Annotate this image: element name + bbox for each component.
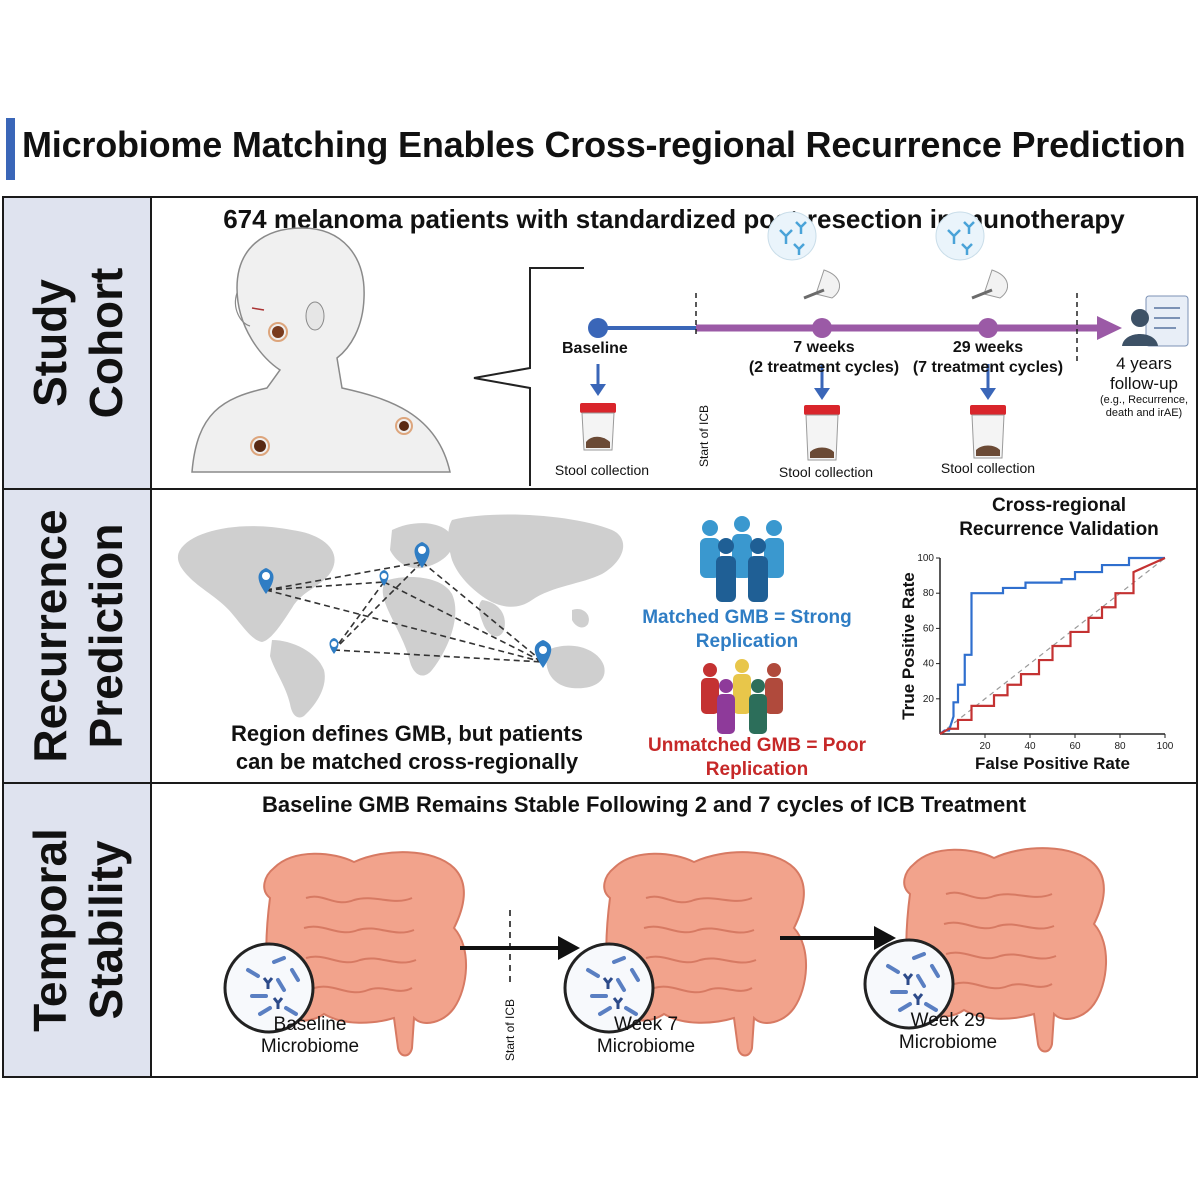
unmatched-line: Replication — [705, 759, 809, 780]
stability-diagram — [223, 846, 1109, 1058]
map-caption-line: Region defines GMB, but patients — [230, 721, 583, 746]
side-label-line: Prediction — [80, 523, 132, 749]
y-tick-label: 100 — [917, 553, 934, 564]
side-label-line: Recurrence — [24, 509, 76, 763]
map-caption: Region defines GMB, but patients can be m… — [172, 720, 642, 776]
y-tick-label: 40 — [923, 659, 935, 670]
world-map-land-icon — [177, 514, 624, 718]
stability-start-icb-label: Start of ICB — [503, 998, 517, 1062]
y-axis-label: True Positive Rate — [899, 572, 918, 719]
followup-note: (e.g., Recurrence, — [1099, 394, 1189, 406]
y-tick-label: 60 — [923, 623, 935, 634]
week29-sub: (7 treatment cycles) — [912, 359, 1064, 376]
location-pin-icon — [379, 570, 389, 586]
diagonal-reference — [939, 557, 1166, 735]
label-line: Microbiome — [596, 1036, 696, 1057]
x-tick-label: 40 — [1024, 741, 1036, 752]
location-pin-icon — [329, 638, 339, 654]
stool-label-week29: Stool collection — [940, 460, 1036, 476]
x-tick-label: 100 — [1157, 741, 1174, 752]
world-map — [177, 514, 624, 718]
arrow-head-icon — [874, 926, 896, 950]
patient-illustration-icon — [191, 227, 451, 473]
y-tick-label: 80 — [923, 588, 935, 599]
stool-container-icon — [580, 403, 616, 451]
label-line: Week 7 — [613, 1014, 679, 1035]
matched-line: Replication — [695, 631, 799, 652]
week7-sub: (2 treatment cycles) — [748, 359, 900, 376]
side-label-line: Temporal — [24, 828, 76, 1032]
label-line: Microbiome — [260, 1036, 360, 1057]
bracket-shape — [473, 267, 584, 486]
followup-note: death and irAE) — [1105, 407, 1183, 419]
roc-series-line — [939, 556, 1166, 735]
roc-series-line — [939, 556, 1165, 735]
arrow-head-icon — [558, 936, 580, 960]
side-label-line: Stability — [80, 840, 132, 1020]
page-title: Microbiome Matching Enables Cross-region… — [22, 124, 1186, 165]
down-arrows — [590, 364, 996, 400]
immunotherapy-injection-icon — [767, 211, 840, 300]
location-pin-icon — [534, 640, 552, 668]
x-tick-label: 80 — [1114, 741, 1126, 752]
label-line: Week 29 — [910, 1010, 986, 1031]
followup-clinician-icon — [1122, 295, 1189, 347]
timepoint-week29 — [978, 318, 998, 338]
label-line: Microbiome — [898, 1032, 998, 1053]
x-tick-label: 20 — [979, 741, 991, 752]
stability-heading: Baseline GMB Remains Stable Following 2 … — [261, 792, 1027, 817]
cohort-diagram — [191, 211, 1189, 486]
x-axis-label: False Positive Rate — [975, 754, 1130, 773]
timepoint-week7 — [812, 318, 832, 338]
baseline-label: Baseline — [562, 340, 628, 357]
y-tick-label: 20 — [923, 694, 935, 705]
week29-label: 29 weeks (7 treatment cycles) — [908, 338, 1068, 378]
timeline-arrow-icon — [1097, 316, 1122, 340]
week7-title: 7 weeks — [793, 339, 855, 356]
immunotherapy-injection-icon — [935, 211, 1008, 300]
unmatched-line: Unmatched GMB = Poor — [648, 735, 866, 756]
side-label-line: Study — [24, 279, 76, 407]
week29-title: 29 weeks — [952, 339, 1024, 356]
start-icb-label: Start of ICB — [697, 404, 711, 468]
matched-line: Matched GMB = Strong — [642, 607, 852, 628]
stool-container-icon — [970, 405, 1006, 459]
x-tick-label: 60 — [1069, 741, 1081, 752]
map-caption-line: can be matched cross-regionally — [235, 749, 579, 774]
stool-label-baseline: Stool collection — [554, 462, 650, 478]
followup-line: follow-up — [1109, 374, 1179, 393]
stool-container-icon — [804, 405, 840, 461]
week7-label: 7 weeks (2 treatment cycles) — [744, 338, 904, 378]
roc-title-line: Cross-regional — [991, 495, 1127, 516]
side-label-line: Cohort — [80, 267, 132, 419]
roc-title-line: Recurrence Validation — [959, 519, 1159, 540]
followup-line: 4 years — [1116, 354, 1172, 373]
stool-label-week7: Stool collection — [778, 464, 874, 480]
unmatched-group-icon — [701, 659, 783, 734]
timepoint-baseline — [588, 318, 608, 338]
location-pin-icon — [258, 568, 274, 594]
region-connections — [265, 561, 544, 663]
matched-group-icon — [700, 516, 784, 602]
title-accent-bar — [6, 118, 15, 180]
location-pin-icon — [414, 542, 430, 568]
label-line: Baseline — [273, 1014, 347, 1035]
